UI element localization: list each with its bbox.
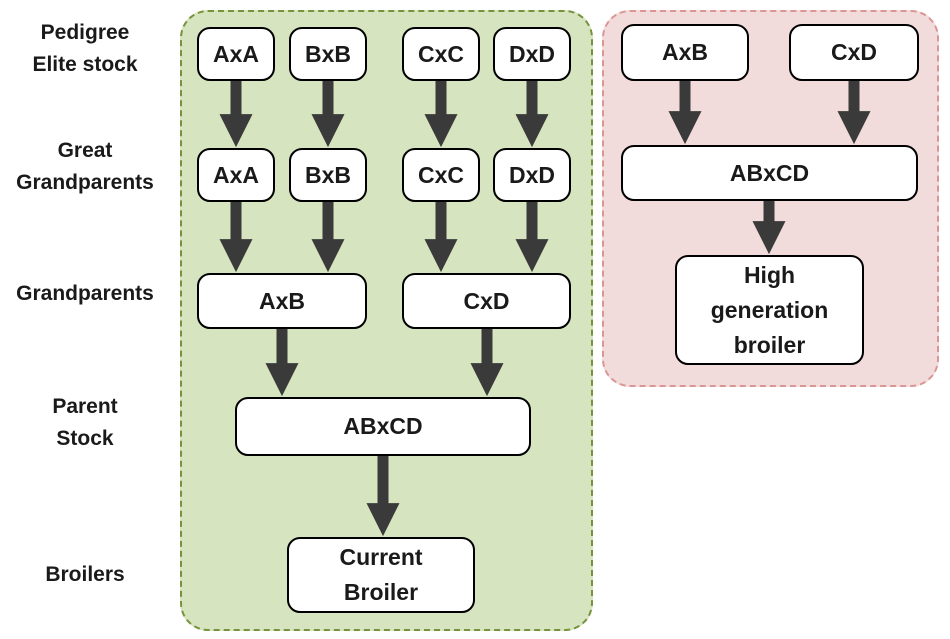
level-label-great-line2: Grandparents	[16, 171, 154, 194]
level-label-parent-line2: Stock	[56, 427, 114, 450]
node-high-generation-broiler: High generation broiler	[675, 255, 864, 365]
node-great-bxb: BxB	[289, 148, 367, 202]
level-label-grandparents: Grandparents	[16, 282, 154, 305]
node-hg-cxd: CxD	[789, 24, 919, 81]
node-current-broiler: Current Broiler	[287, 537, 475, 613]
level-label-pedigree-line2: Elite stock	[32, 53, 138, 76]
node-current-broiler-line1: Current	[339, 544, 423, 570]
node-pedigree-dxd: DxD	[493, 27, 571, 81]
node-hg-abxcd: ABxCD	[621, 145, 918, 201]
node-current-broiler-line2: Broiler	[343, 579, 419, 605]
level-label-great-grandparents: Great Grandparents	[0, 135, 170, 199]
level-label-pedigree-line1: Pedigree	[40, 21, 130, 44]
node-pedigree-cxc: CxC	[402, 27, 480, 81]
node-great-axa: AxA	[197, 148, 275, 202]
node-hg-broiler-line2: generation	[710, 296, 829, 323]
level-label-broilers: Broilers	[45, 563, 125, 586]
node-pedigree-axa: AxA	[197, 27, 275, 81]
node-hg-axb: AxB	[621, 24, 749, 81]
level-label-pedigree: Pedigree Elite stock	[0, 17, 170, 81]
level-label-great-line1: Great	[57, 139, 113, 162]
node-pedigree-bxb: BxB	[289, 27, 367, 81]
level-label-parent-line1: Parent	[52, 395, 118, 418]
node-hg-broiler-line3: broiler	[733, 331, 806, 358]
node-great-cxc: CxC	[402, 148, 480, 202]
node-parent-stock-abxcd: ABxCD	[235, 397, 531, 456]
node-grandparents-axb: AxB	[197, 273, 367, 329]
node-hg-broiler-line1: High	[743, 261, 796, 288]
node-grandparents-cxd: CxD	[402, 273, 571, 329]
level-label-parent-stock: Parent Stock	[0, 391, 170, 455]
node-great-dxd: DxD	[493, 148, 571, 202]
